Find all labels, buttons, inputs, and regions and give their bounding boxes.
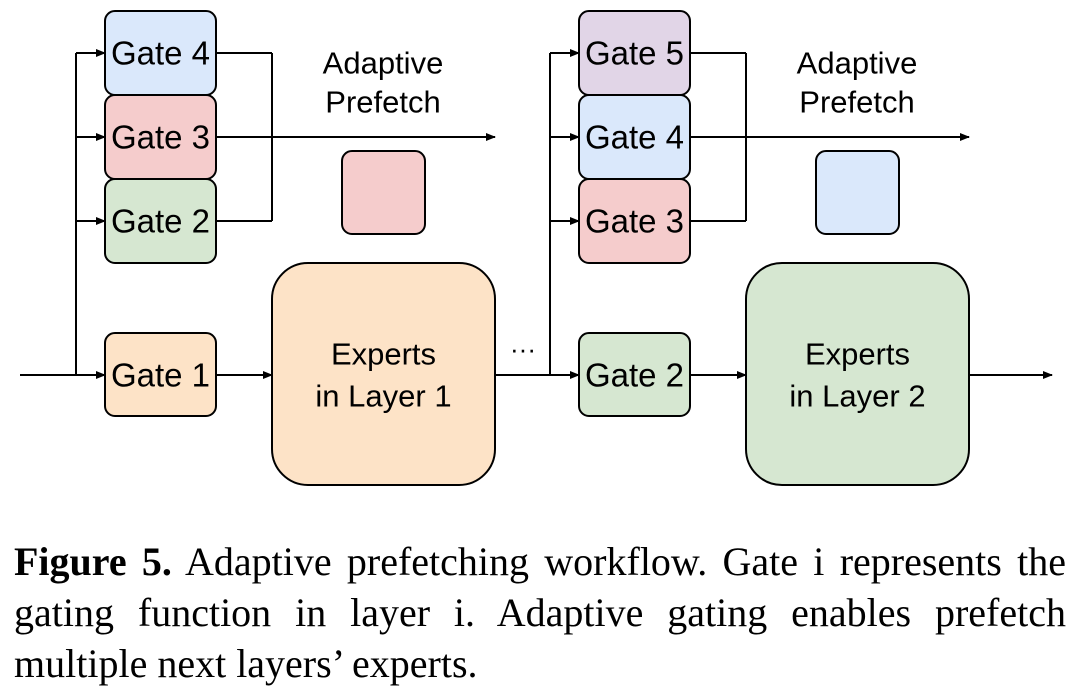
left-gate1-label: Gate 1: [111, 357, 210, 394]
right-prefetched-expert-block: [815, 150, 900, 235]
figure-caption: Figure 5. Adaptive prefetching workflow.…: [14, 536, 1066, 689]
left-gate4-label: Gate 4: [111, 35, 210, 72]
experts-layer1-label-line2: in Layer 1: [315, 379, 451, 414]
left-gate3-label: Gate 3: [111, 119, 210, 156]
experts-layer1-box: [271, 262, 496, 486]
experts-layer2-label-line1: Experts: [805, 337, 910, 372]
right-gate5-label: Gate 5: [585, 35, 684, 72]
prefetch-workflow-diagram: Gate 4 Gate 3 Gate 2 Gate 1 Adaptive Pre…: [20, 10, 1053, 486]
caption-text: Adaptive prefetching workflow. Gate i re…: [14, 539, 1067, 686]
right-gate4-label: Gate 4: [585, 119, 684, 156]
left-prefetch-label-line2: Prefetch: [325, 85, 440, 120]
ellipsis: ···: [510, 334, 536, 364]
left-gate2-label: Gate 2: [111, 203, 210, 240]
right-prefetch-label-line2: Prefetch: [799, 85, 914, 120]
right-gate3-label: Gate 3: [585, 203, 684, 240]
experts-layer2-box: [745, 262, 970, 486]
right-gate2-label: Gate 2: [585, 357, 684, 394]
experts-layer2-label-line2: in Layer 2: [789, 379, 925, 414]
left-prefetch-label-line1: Adaptive: [323, 46, 444, 81]
right-prefetch-label-line1: Adaptive: [797, 46, 918, 81]
experts-layer1-label-line1: Experts: [331, 337, 436, 372]
figure-label: Figure 5.: [14, 539, 172, 584]
left-prefetched-expert-block: [341, 150, 426, 235]
